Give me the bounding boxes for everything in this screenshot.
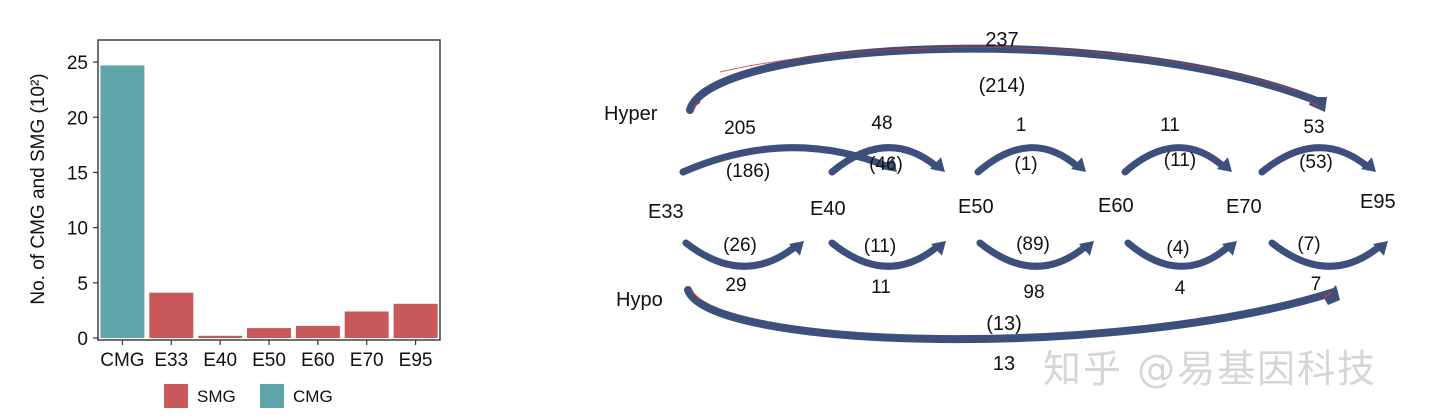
hyper-arc-bottom-label: (186) (726, 161, 770, 182)
bars (100, 65, 438, 339)
y-tick-label: 10 (67, 219, 88, 240)
row-label-hyper: Hyper (604, 103, 658, 125)
hyper-arc-bottom-label: (46) (869, 154, 903, 175)
hyper-total-arrowhead-accent (1308, 100, 1319, 107)
hyper-arc-bottom-label: (1) (1014, 154, 1037, 175)
hyper-total-bottom: (214) (979, 75, 1026, 97)
hypo-arc-bottom-label: 98 (1023, 282, 1044, 303)
bar-e60 (295, 325, 340, 338)
hypo-arc-top-label: (11) (864, 236, 896, 257)
hypo-arc-arrowhead (1222, 241, 1237, 256)
hypo-total-start-accent (691, 291, 701, 301)
hyper-arc-arrowhead (930, 157, 945, 172)
hypo-arc (682, 239, 800, 270)
bar-e33 (149, 292, 194, 338)
hypo-total-arrowhead (1324, 285, 1340, 305)
node-label: E40 (810, 198, 846, 220)
node-label: E70 (1226, 196, 1262, 218)
y-tick-label: 15 (67, 163, 88, 184)
hypo-arc (1268, 239, 1384, 270)
bar-e40 (198, 335, 243, 338)
hypo-arc-arrowhead (931, 241, 946, 256)
hypo-arc-arrowhead (789, 241, 804, 256)
legend-swatch-cmg (260, 384, 284, 408)
hypo-arc-top-label: (4) (1166, 238, 1189, 259)
hyper-arc-top-label: 11 (1160, 115, 1180, 136)
hyper-arc-arrowhead (1217, 157, 1232, 172)
bar-chart: No. of CMG and SMG (10²) 0 5 10 15 20 25 CMG E… (28, 39, 441, 408)
x-tick-label: CMG (100, 350, 144, 371)
x-axis-ticks: CMG E33 E40 E50 E60 E70 E95 (100, 340, 432, 371)
hyper-arc-arrowhead (882, 157, 897, 172)
legend-swatch-smg (164, 384, 188, 408)
hyper-arc-top-label: 205 (724, 118, 756, 139)
y-tick-label: 20 (67, 108, 88, 129)
hyper-arc (828, 144, 941, 176)
y-axis-ticks: 0 5 10 15 20 25 (67, 53, 98, 350)
bar-e95 (393, 303, 438, 338)
node-label: E60 (1098, 195, 1134, 217)
hyper-arc-arrowhead (1071, 157, 1086, 172)
row-label-hypo: Hypo (616, 289, 663, 311)
hypo-arc-top-label: (26) (723, 235, 757, 256)
bar-e50 (247, 328, 291, 338)
hyper-arc-top-label: 1 (1016, 115, 1027, 136)
hyper-arc-top-label: 48 (871, 113, 892, 134)
hyper-arc-bottom-label: (53) (1299, 152, 1333, 173)
x-tick-label: E50 (252, 350, 286, 371)
hyper-arc (1258, 144, 1372, 176)
hyper-arc-top-label: 53 (1303, 117, 1324, 138)
x-tick-label: E40 (203, 350, 237, 371)
x-tick-label: E70 (350, 350, 384, 371)
hyper-total-arc (686, 44, 1326, 114)
watermark: 知乎 @易基因科技 (1043, 347, 1378, 391)
x-tick-label: E33 (154, 350, 188, 371)
hypo-arc-arrowhead (1079, 241, 1094, 256)
hypo-arc-bottom-label: 11 (871, 277, 891, 298)
hyper-arc (1121, 144, 1228, 176)
y-tick-label: 0 (77, 329, 88, 350)
hypo-arc-arrowhead (1373, 241, 1388, 256)
bar-e70 (344, 311, 389, 338)
flow-arcs (679, 44, 1388, 344)
hyper-total-start-accent (691, 101, 701, 109)
hypo-arc (976, 239, 1090, 270)
hypo-arc-bottom-label: 29 (725, 275, 746, 296)
hypo-arc-top-label: (7) (1297, 234, 1320, 255)
y-tick-label: 25 (67, 53, 88, 74)
hyper-arc-arrowhead (1361, 157, 1376, 172)
hypo-arc (828, 239, 942, 270)
flow-labels: Hyper Hypo E33 E40 E50 E60 E70 E95 237 (… (604, 29, 1396, 375)
x-tick-label: E60 (301, 350, 335, 371)
hyper-total-arc-accent (719, 46, 1301, 93)
hypo-arc-top-label: (89) (1016, 234, 1050, 255)
hypo-total-top: (13) (986, 313, 1022, 335)
hyper-total-top: 237 (985, 29, 1018, 51)
flow-diagram: Hyper Hypo E33 E40 E50 E60 E70 E95 237 (… (604, 29, 1396, 375)
legend: SMG CMG (164, 384, 333, 408)
hypo-arc-bottom-label: 4 (1175, 278, 1186, 299)
node-label: E33 (648, 201, 684, 223)
hyper-arc (974, 144, 1082, 176)
y-tick-label: 5 (77, 274, 88, 295)
bar-cmg (100, 65, 145, 339)
node-label: E95 (1360, 191, 1396, 213)
hypo-total-arrowhead-accent (1323, 291, 1333, 299)
y-axis-label: No. of CMG and SMG (10²) (28, 73, 49, 304)
x-tick-label: E95 (399, 350, 433, 371)
hypo-arc-bottom-label: 7 (1311, 274, 1322, 295)
hypo-total-bottom: 13 (993, 353, 1015, 375)
hyper-arc (679, 144, 893, 176)
hypo-arc (1124, 239, 1233, 270)
node-label: E50 (958, 196, 994, 218)
hypo-total-arc (684, 286, 1338, 344)
hyper-total-arrowhead (1309, 97, 1327, 112)
hyper-arc-bottom-label: (11) (1164, 150, 1196, 171)
legend-label-cmg: CMG (293, 387, 333, 406)
legend-label-smg: SMG (197, 387, 236, 406)
